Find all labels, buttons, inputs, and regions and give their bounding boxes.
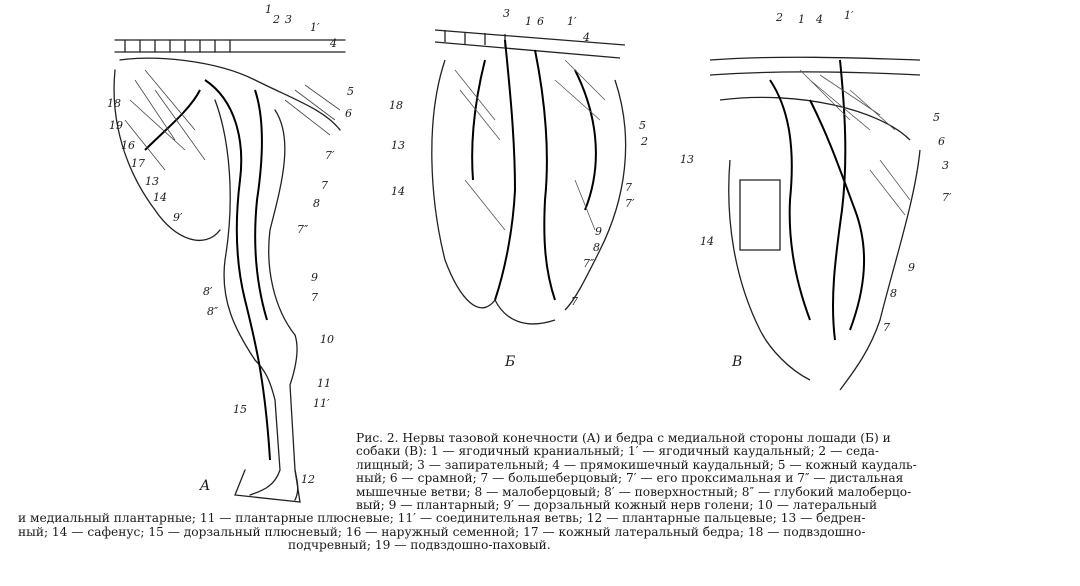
label-v-14: 14 [700,235,714,248]
label-a-2: 2 [273,13,280,26]
figure-v-drawing [709,56,921,391]
label-a-7dprime: 7″ [297,223,309,236]
label-a-13: 13 [145,175,159,188]
label-b-18: 18 [389,99,403,112]
label-v-7prime: 7′ [942,191,952,204]
label-b-13: 13 [391,139,405,152]
figure-b-drawing [431,29,627,325]
label-v-5: 5 [933,111,940,124]
label-b-7-lower: 7 [571,295,578,308]
label-v-1prime: 1′ [844,9,854,22]
label-v-4: 4 [816,13,823,26]
figure-b-horse-thigh: 3 1 6 1′ 4 18 5 2 13 14 7 7′ 9 8 7″ 7 Б [385,0,675,390]
label-a-11prime: 11′ [313,397,330,410]
caption-line-1: Рис. 2. Нервы тазовой конечности (A) и б… [356,431,891,445]
label-a-14: 14 [153,191,167,204]
label-a-19: 19 [109,119,123,132]
label-a-8prime: 8′ [203,285,213,298]
label-b-1prime: 1′ [567,15,577,28]
label-v-6: 6 [938,135,945,148]
label-a-9: 9 [311,271,318,284]
label-a-18: 18 [107,97,121,110]
caption-line-6: вый; 9 — плантарный; 9′ — дорзальный кож… [356,498,878,513]
label-b-7: 7 [625,181,632,194]
label-a-1prime: 1′ [310,21,320,34]
label-v-3: 3 [942,159,949,172]
figure-b-letter: Б [505,354,516,370]
label-a-7prime: 7′ [325,149,335,162]
label-b-2: 2 [641,135,648,148]
caption-line-7: и медиальный плантарные; 11 — плантарные… [18,511,866,526]
caption-line-8: ный; 14 — сафенус; 15 — дорзальный плюсн… [18,524,866,539]
label-b-14: 14 [391,185,405,198]
label-b-7dprime: 7″ [583,257,595,270]
label-a-4: 4 [330,37,337,50]
figure-a-drawing [113,39,346,503]
label-b-6: 6 [537,15,544,28]
label-b-3: 3 [503,7,510,20]
figure-v-dog-thigh: 2 1 4 1′ 5 13 6 3 7′ 14 9 8 7 В [680,0,1075,420]
label-v-9: 9 [908,261,915,274]
label-a-6: 6 [345,107,352,120]
figure-a-letter: A [200,478,211,494]
label-a-3: 3 [285,13,292,26]
figure-caption: Рис. 2. Нервы тазовой конечности (A) и б… [18,431,1062,553]
caption-line-4: ный; 6 — срамной; 7 — большеберцовый; 7′… [356,471,904,486]
label-a-1: 1 [265,3,272,16]
label-a-17: 17 [131,157,145,170]
label-v-8: 8 [890,287,897,300]
label-b-4: 4 [583,31,590,44]
label-a-8: 8 [313,197,320,210]
label-a-11: 11 [317,377,331,390]
label-a-9prime: 9′ [173,211,183,224]
label-a-10: 10 [320,333,334,346]
label-a-16: 16 [121,139,135,152]
label-b-5: 5 [639,119,646,132]
label-v-2: 2 [776,11,783,24]
label-v-7: 7 [883,321,890,334]
caption-line-3: лищный; 3 — запирательный; 4 — прямокише… [356,457,917,472]
label-v-1: 1 [798,13,805,26]
label-b-8: 8 [593,241,600,254]
caption-line-2: собаки (В): 1 — ягодичный краниальный; 1… [356,444,880,459]
figure-a-hindlimb: 1 2 3 1′ 4 5 6 18 19 16 17 13 14 9′ 7′ 7… [95,0,365,510]
caption-line-9: подчревный; 19 — подвздошно-паховый. [288,538,551,553]
label-a-15: 15 [233,403,247,416]
caption-line-5: мышечные ветви; 8 — малоберцовый; 8′ — п… [356,484,912,499]
label-a-5: 5 [347,85,354,98]
figure-v-letter: В [732,354,743,370]
label-a-8dprime: 8″ [207,305,219,318]
label-a-7-lower: 7 [311,291,318,304]
label-b-1: 1 [525,15,532,28]
label-b-9: 9 [595,225,602,238]
label-v-13: 13 [680,153,694,166]
label-a-7: 7 [321,179,328,192]
label-a-12: 12 [301,473,315,486]
label-b-7prime: 7′ [625,197,635,210]
